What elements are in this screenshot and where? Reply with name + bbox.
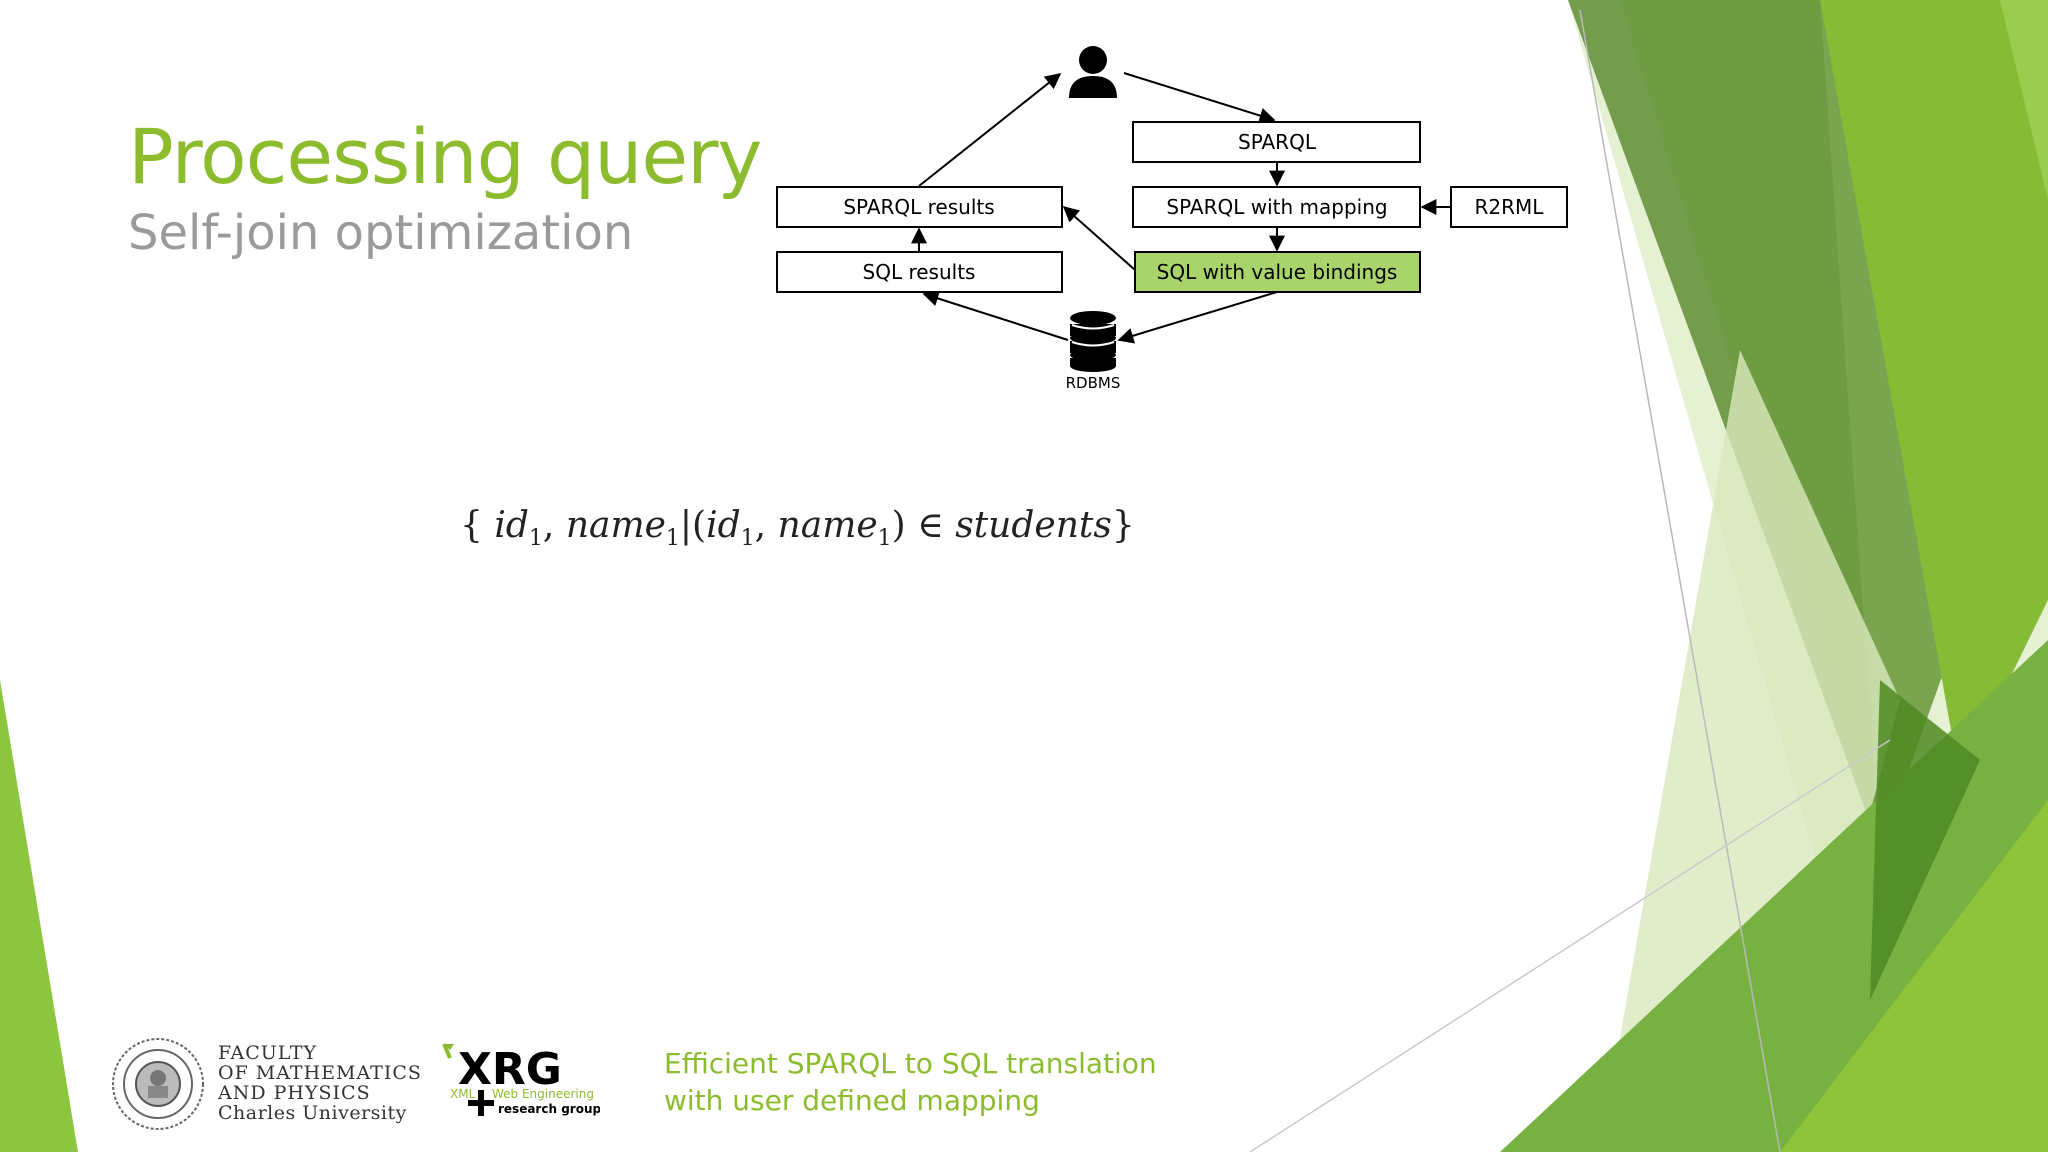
database-icon <box>1070 311 1116 372</box>
sparql-label: SPARQL <box>1238 130 1317 154</box>
xrg-logo-text: XRG <box>458 1044 562 1095</box>
faculty-name-block: FACULTY OF MATHEMATICS AND PHYSICS Charl… <box>218 1043 422 1123</box>
formula-open-brace: { <box>460 505 495 546</box>
arrow-user-to-sparql <box>1123 72 1276 124</box>
sparql-results-label: SPARQL results <box>843 195 994 219</box>
university-name: Charles University <box>218 1102 407 1124</box>
formula-set-name: students <box>955 505 1112 546</box>
faculty-seal-logo <box>112 1038 204 1130</box>
bottom-bright-shape <box>1780 800 2048 1152</box>
sql-results-node: SQL results <box>776 251 1063 293</box>
right-bright-shape <box>1820 0 2048 780</box>
footer-note: Efficient SPARQL to SQL translation with… <box>664 1045 1157 1119</box>
arrow-sql-to-rdbms <box>1117 291 1278 344</box>
formula-subscript-4: 1 <box>877 526 892 552</box>
formula-id: id <box>494 505 529 546</box>
xrg-logo: XRG XML Web Engineering research group <box>442 1043 600 1116</box>
right-top-accent <box>2000 0 2048 200</box>
left-green-shape <box>0 680 78 1152</box>
sql-with-value-bindings-label: SQL with value bindings <box>1157 260 1398 284</box>
formula-name: name <box>565 505 666 546</box>
formula-bar: |( <box>679 505 707 546</box>
slide-subtitle: Self-join optimization <box>128 205 634 261</box>
footer-note-line-1: Efficient SPARQL to SQL translation <box>664 1047 1157 1080</box>
rdbms-label: RDBMS <box>1066 374 1121 392</box>
formula-comma-2: , <box>754 505 778 546</box>
arrow-bindings-to-sparql-results <box>1062 205 1136 271</box>
xrg-research-group-text: research group <box>498 1102 600 1116</box>
arrow-rdbms-to-sql-results <box>922 290 1069 341</box>
sparql-node: SPARQL <box>1132 121 1421 163</box>
user-icon <box>1069 46 1117 98</box>
formula-element-of: ) ∈ <box>891 505 956 546</box>
sparql-results-node: SPARQL results <box>776 186 1063 228</box>
formula-subscript-2: 1 <box>665 526 680 552</box>
xrg-web-engineering-text: Web Engineering <box>492 1087 594 1101</box>
slide-title: Processing query <box>128 112 762 201</box>
faculty-line-3: AND PHYSICS <box>218 1082 371 1104</box>
thin-line-2 <box>1249 739 1891 1152</box>
dark-accent-shape <box>1870 680 1980 1000</box>
arrow-results-to-user <box>918 73 1062 187</box>
formula-name-2: name <box>777 505 878 546</box>
formula-id-2: id <box>706 505 741 546</box>
formula-subscript-1: 1 <box>528 526 543 552</box>
faculty-line-2: OF MATHEMATICS <box>218 1062 422 1084</box>
sql-with-value-bindings-node: SQL with value bindings <box>1134 251 1421 293</box>
xrg-xml-text: XML <box>450 1087 476 1101</box>
sparql-with-mapping-node: SPARQL with mapping <box>1132 186 1421 228</box>
thin-line-1 <box>1579 9 1781 1152</box>
r2rml-label: R2RML <box>1475 195 1545 219</box>
footer-note-line-2: with user defined mapping <box>664 1084 1040 1117</box>
r2rml-node: R2RML <box>1450 186 1568 228</box>
faculty-line-1: FACULTY <box>218 1042 318 1064</box>
formula-comma-1: , <box>542 505 566 546</box>
sparql-with-mapping-label: SPARQL with mapping <box>1166 195 1387 219</box>
set-formula: { id1, name1|(id1, name1) ∈ students} <box>460 505 1135 551</box>
formula-subscript-3: 1 <box>740 526 755 552</box>
formula-close-brace: } <box>1111 505 1135 546</box>
sql-results-label: SQL results <box>863 260 976 284</box>
